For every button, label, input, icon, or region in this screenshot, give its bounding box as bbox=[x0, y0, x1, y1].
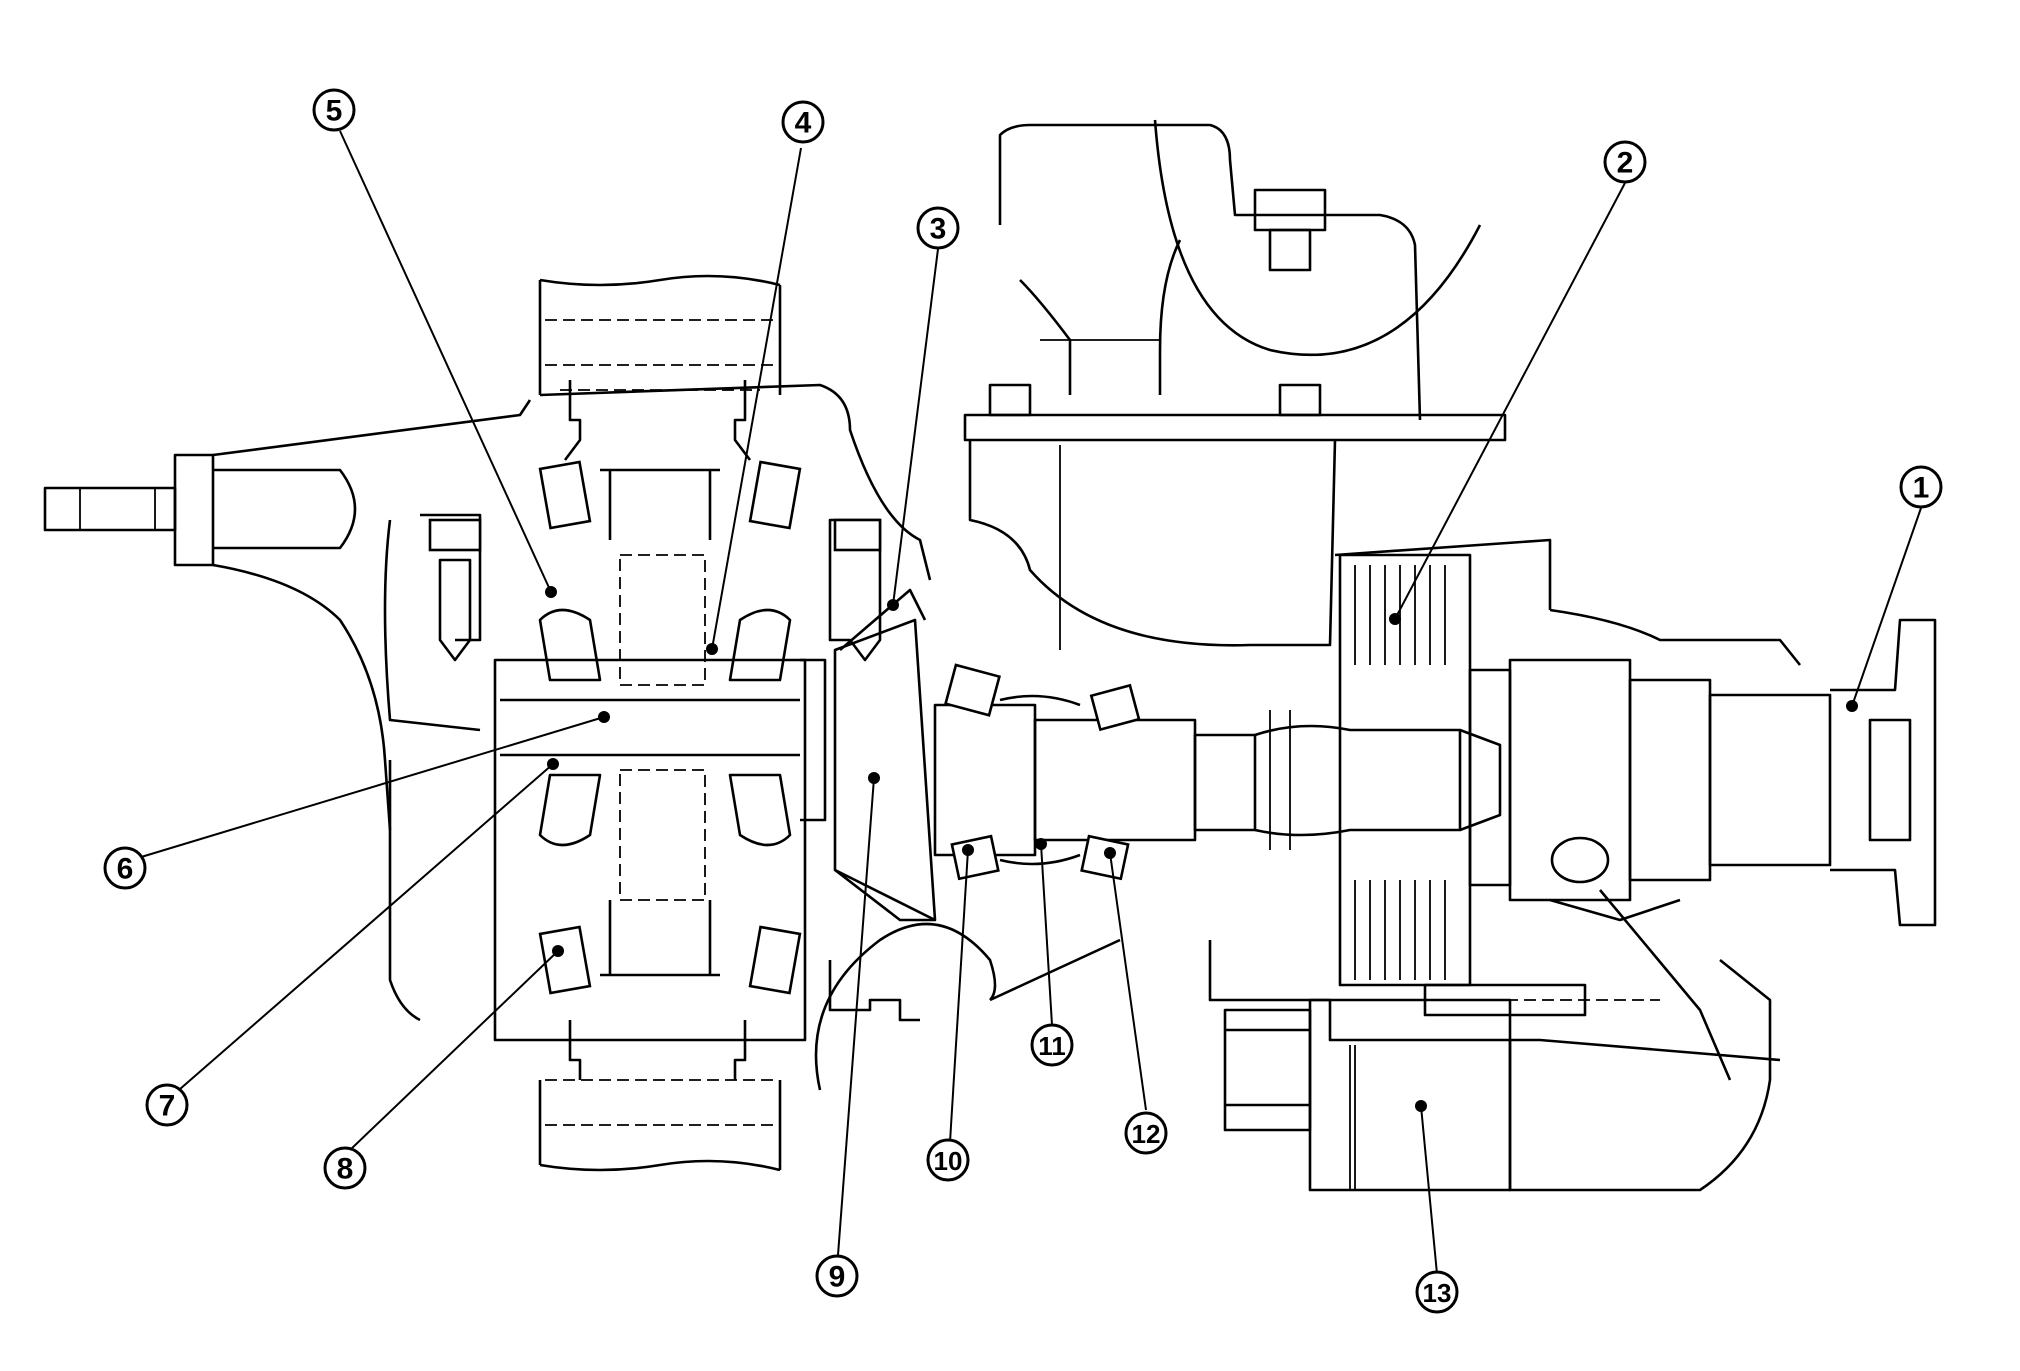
mounting-stud bbox=[43, 399, 532, 831]
callout-4-label: 4 bbox=[795, 107, 812, 140]
callout-1: 1 bbox=[1899, 465, 1943, 509]
callout-12: 12 bbox=[1124, 1111, 1168, 1155]
callout-6: 6 bbox=[103, 846, 147, 890]
actuator-motor bbox=[1208, 889, 1781, 1192]
pinion-shaft bbox=[933, 663, 1502, 881]
callout-11-label: 11 bbox=[1038, 1031, 1066, 1061]
clutch-pack bbox=[1334, 538, 1937, 987]
callout-9-label: 9 bbox=[829, 1261, 846, 1294]
callout-10: 10 bbox=[926, 1138, 970, 1182]
callout-4: 4 bbox=[781, 100, 825, 144]
callout-5: 5 bbox=[312, 88, 356, 132]
callout-8-label: 8 bbox=[337, 1153, 354, 1186]
differential-housing bbox=[383, 383, 932, 1042]
callouts: 1 2 3 4 5 6 7 8 9 10 11 12 13 bbox=[103, 88, 1943, 1314]
upper-case bbox=[963, 119, 1507, 650]
callout-6-label: 6 bbox=[117, 853, 134, 886]
callout-12-label: 12 bbox=[1132, 1119, 1161, 1149]
lower-axle-housing bbox=[538, 900, 802, 1172]
callout-7-label: 7 bbox=[159, 1090, 176, 1123]
callout-13-label: 13 bbox=[1423, 1278, 1452, 1308]
upper-axle-housing bbox=[538, 274, 802, 540]
callout-3-label: 3 bbox=[930, 213, 947, 246]
callout-10-label: 10 bbox=[934, 1146, 963, 1176]
callout-1-label: 1 bbox=[1913, 472, 1930, 505]
callout-7: 7 bbox=[145, 1083, 189, 1127]
callout-3: 3 bbox=[916, 206, 960, 250]
clutch-plates bbox=[1354, 565, 1446, 980]
carrier-arc bbox=[814, 922, 1121, 1091]
callout-2: 2 bbox=[1603, 140, 1647, 184]
ring-gear bbox=[800, 588, 937, 922]
leader-lines bbox=[127, 130, 1922, 1275]
callout-11: 11 bbox=[1030, 1023, 1074, 1067]
callout-8: 8 bbox=[323, 1146, 367, 1190]
callout-13: 13 bbox=[1415, 1270, 1459, 1314]
differential-internals bbox=[500, 554, 800, 901]
callout-9: 9 bbox=[815, 1254, 859, 1298]
callout-2-label: 2 bbox=[1617, 147, 1634, 180]
callout-5-label: 5 bbox=[326, 95, 343, 128]
